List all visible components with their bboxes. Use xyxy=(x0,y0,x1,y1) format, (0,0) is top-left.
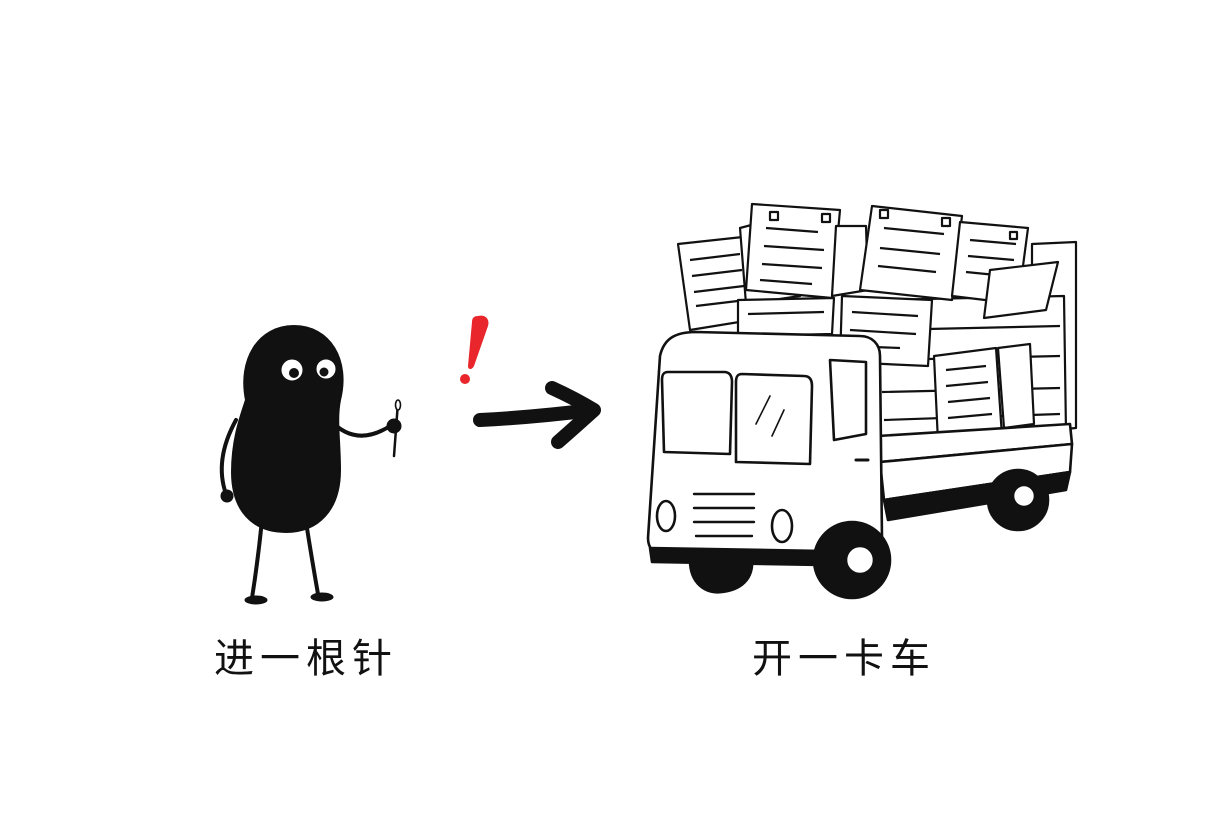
exclamation-icon xyxy=(460,315,489,384)
arrow-right-icon xyxy=(473,381,601,449)
caption-right: 开一卡车 xyxy=(752,636,936,682)
needle-icon xyxy=(386,399,402,458)
truck-icon xyxy=(646,330,1074,600)
caption-left: 进一根针 xyxy=(214,636,398,682)
blob-person-icon xyxy=(219,325,392,605)
